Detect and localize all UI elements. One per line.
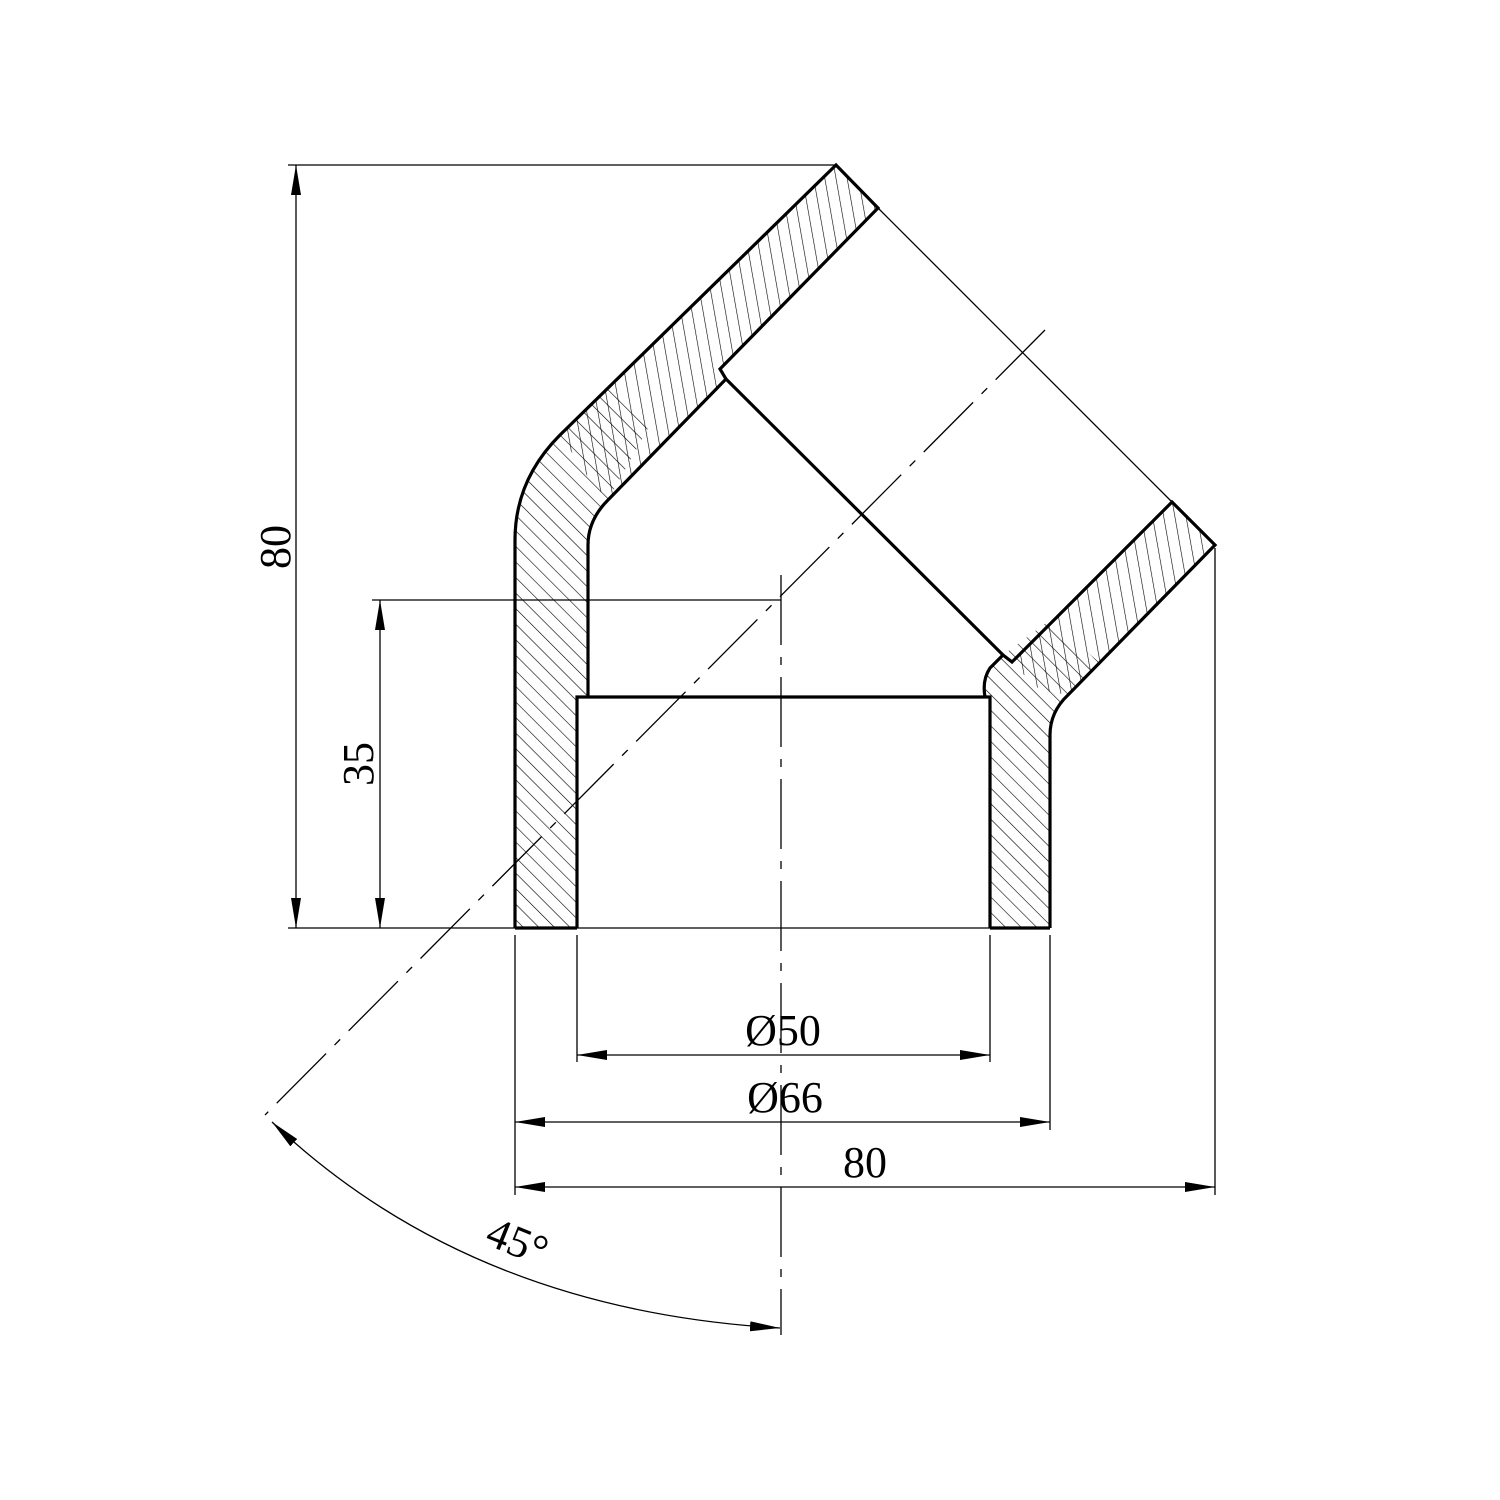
right-wall-hatch bbox=[984, 620, 1100, 928]
label-35: 35 bbox=[334, 742, 383, 786]
right-arm-hatch bbox=[1003, 502, 1215, 695]
inner-stop-line bbox=[724, 377, 1005, 657]
socket-outline bbox=[575, 695, 992, 928]
label-d50: Ø50 bbox=[745, 1006, 821, 1055]
left-wall-hatch bbox=[515, 385, 650, 928]
label-angle-45: 45° bbox=[480, 1207, 555, 1276]
label-d66: Ø66 bbox=[747, 1073, 823, 1122]
label-height-80: 80 bbox=[251, 525, 300, 569]
upper-opening-line bbox=[877, 207, 1173, 503]
dim-arc-45 bbox=[271, 1121, 781, 1332]
label-width-80: 80 bbox=[843, 1138, 887, 1187]
upper-arm-hatch bbox=[560, 165, 878, 500]
diagonal-centerline bbox=[264, 329, 1046, 1116]
